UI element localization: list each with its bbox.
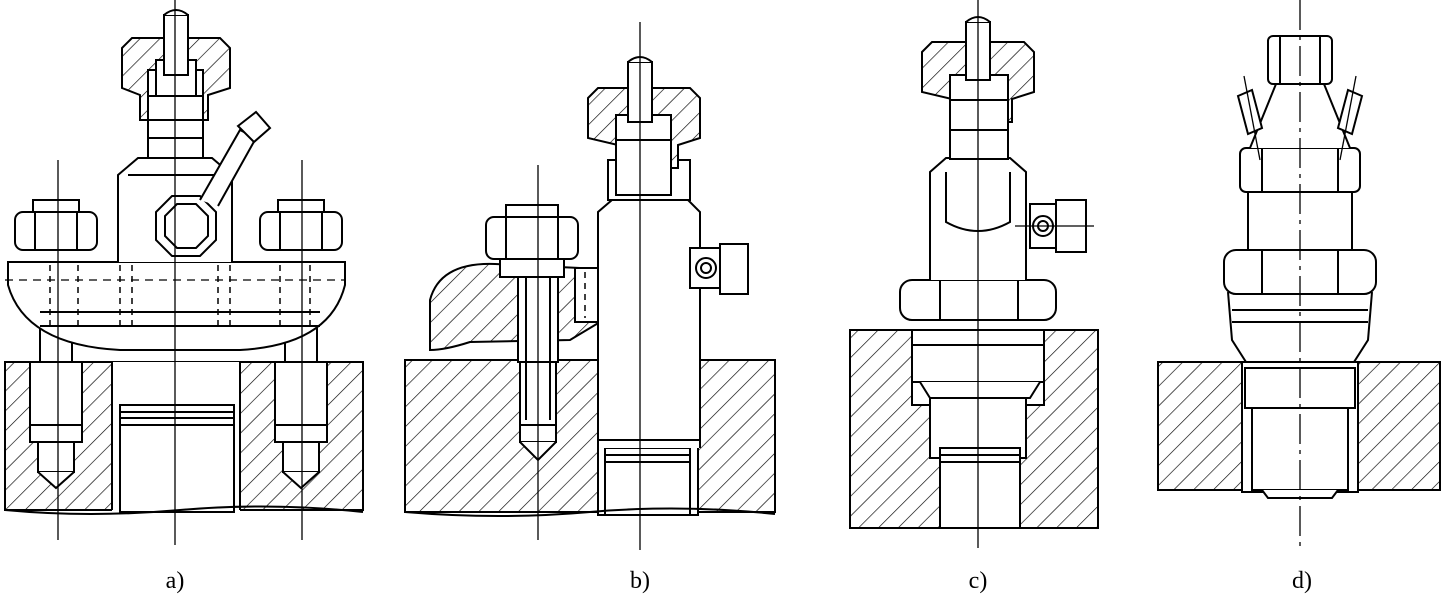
caption-d: d): [1292, 568, 1312, 594]
variant-c-drawing: [849, 0, 1099, 548]
variant-b-nut: [485, 204, 579, 278]
variant-a-left-nut: [14, 199, 98, 251]
variant-a-right-stud: [274, 361, 328, 443]
variant-b-cylinder-head: [404, 359, 776, 513]
variant-a-drawing: [4, 0, 364, 545]
variant-a-clamp-flange: [7, 261, 346, 351]
variant-a-left-stud: [29, 361, 83, 443]
variant-d-drawing: [1157, 0, 1441, 548]
variant-a-right-nut: [259, 199, 343, 251]
caption-a: a): [165, 568, 185, 594]
variant-b-drawing: [404, 22, 776, 550]
caption-c: c): [968, 568, 988, 594]
caption-b: b): [630, 568, 650, 594]
